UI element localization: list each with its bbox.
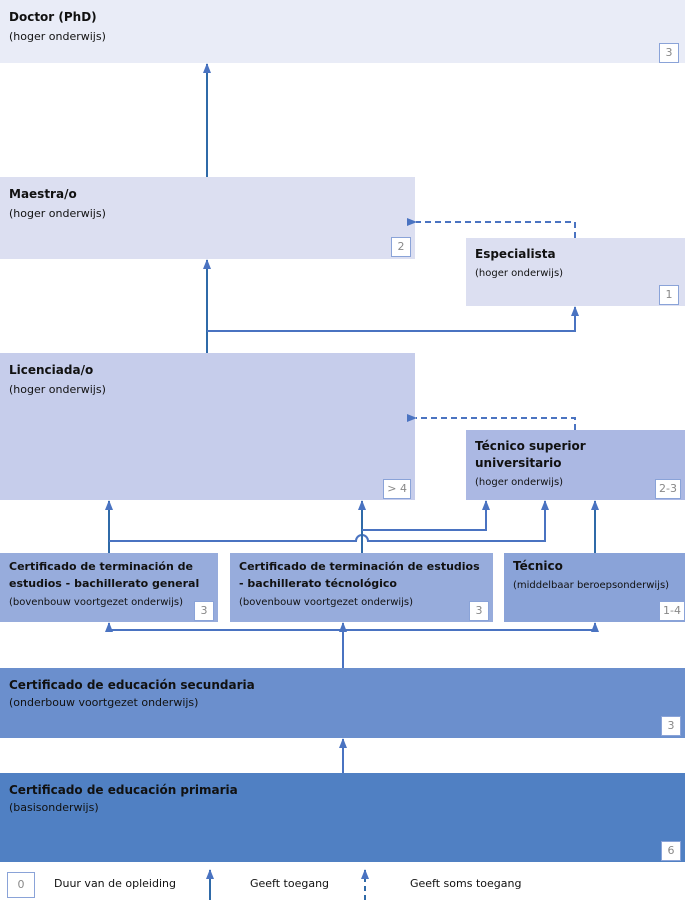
subtitle: (middelbaar beroepsonderwijs) <box>513 580 670 591</box>
legend-access-label: Geeft toegang <box>250 877 330 890</box>
title: Maestra/o <box>9 187 77 201</box>
subtitle: (onderbouw voortgezet onderwijs) <box>9 696 199 709</box>
title: Certificado de terminación de estudios -… <box>239 560 480 590</box>
duration-badge: 1-4 <box>659 601 685 621</box>
subtitle: (basisonderwijs) <box>9 801 99 814</box>
duration-badge: 2-3 <box>655 479 681 499</box>
dashed-especialista-maestra <box>407 218 576 238</box>
duration-badge: 3 <box>659 43 679 63</box>
arrow-secundaria-bovenbouw <box>108 623 596 668</box>
subtitle: (bovenbouw voortgezet onderwijs) <box>239 597 414 608</box>
subtitle: (hoger onderwijs) <box>475 268 564 279</box>
title: Técnico <box>513 559 563 573</box>
level-cert-general: Certificado de terminación de estudios -… <box>0 553 218 622</box>
subtitle: (hoger onderwijs) <box>9 207 106 220</box>
legend-duration-label: Duur van de opleiding <box>54 877 176 890</box>
title: Licenciada/o <box>9 363 94 377</box>
title: Doctor (PhD) <box>9 10 97 24</box>
level-especialista: Especialista (hoger onderwijs) 1 <box>466 238 685 306</box>
legend-duration-badge: 0 <box>7 872 35 898</box>
level-cert-tecnologico: Certificado de terminación de estudios -… <box>230 553 493 622</box>
title: Técnico superior universitario <box>475 439 586 470</box>
duration-badge: 6 <box>661 841 681 861</box>
duration-badge: 2 <box>391 237 411 257</box>
level-maestra: Maestra/o (hoger onderwijs) 2 <box>0 177 415 259</box>
level-secundaria: Certificado de educación secundaria (ond… <box>0 668 685 738</box>
level-primaria: Certificado de educación primaria (basis… <box>0 773 685 862</box>
level-tecnico-superior: Técnico superior universitario (hoger on… <box>466 430 685 500</box>
legend-sometimes-access-label: Geeft soms toegang <box>410 877 522 890</box>
level-tecnico: Técnico (middelbaar beroepsonderwijs) 1-… <box>504 553 685 622</box>
title: Especialista <box>475 247 556 261</box>
arrow-general-tecsup <box>109 500 549 542</box>
subtitle: (hoger onderwijs) <box>9 30 106 43</box>
arrow-tecnologico-tecsup <box>362 500 490 531</box>
subtitle: (bovenbouw voortgezet onderwijs) <box>9 597 184 608</box>
level-doctor: Doctor (PhD) (hoger onderwijs) 3 <box>0 0 685 63</box>
dashed-tecsup-licenciada <box>407 414 576 430</box>
title: Certificado de terminación de estudios -… <box>9 560 200 590</box>
duration-badge: > 4 <box>383 479 411 499</box>
title: Certificado de educación primaria <box>9 783 238 797</box>
duration-badge: 3 <box>661 716 681 736</box>
duration-badge: 3 <box>469 601 489 621</box>
duration-badge: 3 <box>194 601 214 621</box>
arrow-licenciada-especialista <box>207 306 579 332</box>
subtitle: (hoger onderwijs) <box>475 477 564 488</box>
duration-badge: 1 <box>659 285 679 305</box>
subtitle: (hoger onderwijs) <box>9 383 106 396</box>
level-licenciada: Licenciada/o (hoger onderwijs) > 4 <box>0 353 415 500</box>
title: Certificado de educación secundaria <box>9 678 255 692</box>
